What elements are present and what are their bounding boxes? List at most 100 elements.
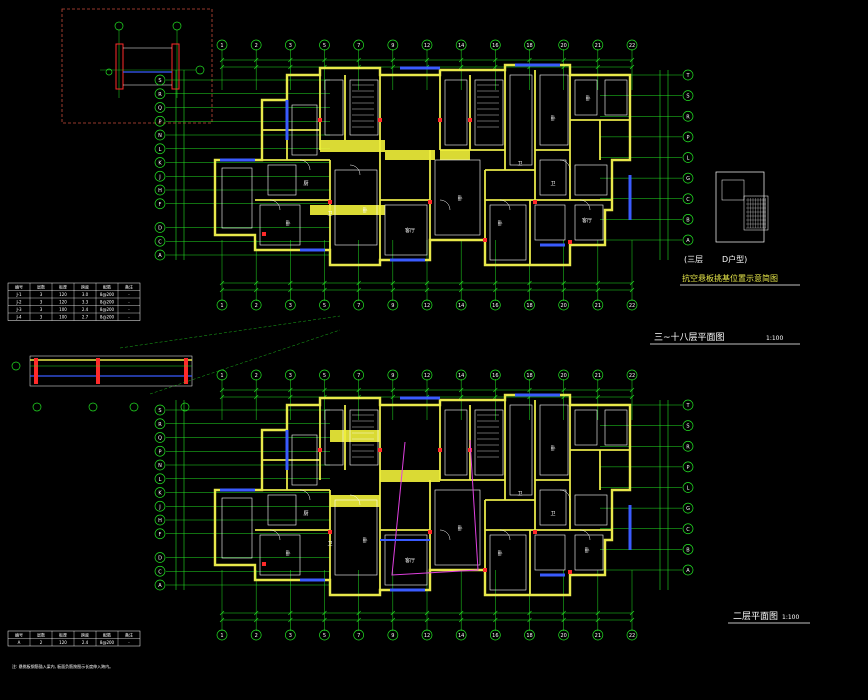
axis-bubble xyxy=(682,523,694,535)
axis-bubble xyxy=(284,629,296,641)
axis-bubble xyxy=(524,299,535,311)
axis-label: 1 xyxy=(220,633,223,639)
axis-bubble xyxy=(455,629,467,641)
room-outline xyxy=(574,534,604,571)
building-outline xyxy=(213,393,632,597)
column xyxy=(483,568,487,572)
legend-header-cell: 编号 xyxy=(15,284,23,290)
axis-bubble xyxy=(682,131,694,143)
axis-bubble xyxy=(154,459,166,471)
room-outline xyxy=(384,204,428,256)
legend-header-cell: 编号 xyxy=(15,632,23,638)
axis-label: A xyxy=(686,238,690,244)
axis-bubble xyxy=(489,629,501,641)
axis-bubble xyxy=(421,629,433,641)
column xyxy=(328,530,332,534)
axis-label: 5 xyxy=(323,373,326,379)
room-label: 卧 xyxy=(285,550,290,557)
legend-cell: 2.4 xyxy=(82,640,89,645)
door-swing xyxy=(579,529,591,541)
axis-label: R xyxy=(686,444,690,450)
axis-bubble xyxy=(682,193,694,205)
floor-plan-upper: 1122335577991212141416161818202021212222… xyxy=(154,39,694,311)
axis-bubble xyxy=(154,184,166,196)
axis-bubble xyxy=(682,482,694,493)
axis-label: C xyxy=(158,239,162,245)
axis-label: 1 xyxy=(220,303,223,309)
room-label: 卧 xyxy=(550,115,555,122)
legend-cell: - xyxy=(128,292,130,297)
key-plan-title: 抗空悬板挑基位置示意简图 xyxy=(682,273,778,283)
legend-cell: 3 xyxy=(40,300,43,305)
axis-bubble xyxy=(682,440,694,452)
room-outline xyxy=(534,534,566,571)
corridor-fill xyxy=(310,205,385,215)
room-outline xyxy=(474,409,504,476)
axis-label: 2 xyxy=(255,633,258,639)
room-outline xyxy=(434,489,481,566)
legend-cell: 2 xyxy=(40,640,43,645)
axis-label: 22 xyxy=(629,633,635,639)
axis-label: 12 xyxy=(424,633,430,639)
room-outline xyxy=(539,74,569,146)
axis-label: 7 xyxy=(357,43,360,49)
axis-label: L xyxy=(159,147,162,153)
axis-label: G xyxy=(686,506,690,512)
legend-header-cell: 配筋 xyxy=(103,284,111,290)
axis-bubble xyxy=(421,39,433,51)
axis-label: 3 xyxy=(289,43,292,49)
legend-cell: 120 xyxy=(59,640,67,645)
legend-cell: 3 xyxy=(40,292,43,297)
axis-label: 20 xyxy=(560,633,566,639)
column xyxy=(262,562,266,566)
key-plan-caption-b: D户型) xyxy=(722,254,747,264)
legend-header-cell: 备注 xyxy=(125,632,133,638)
axis-bubble xyxy=(592,629,604,641)
axis-bubble xyxy=(154,249,166,261)
axis-label: 3 xyxy=(289,633,292,639)
axis-label: 9 xyxy=(391,373,394,379)
axis-label: F xyxy=(159,202,162,208)
door-swing xyxy=(579,199,591,211)
axis-label: D xyxy=(158,556,162,562)
legend-cell: - xyxy=(128,315,130,320)
legend-header-cell: 跨度 xyxy=(81,284,89,290)
legend-cell: A xyxy=(18,640,21,645)
legend-cell: 120 xyxy=(59,300,67,305)
axis-label: 12 xyxy=(424,43,430,49)
axis-label: G xyxy=(686,176,690,182)
axis-label: 5 xyxy=(323,43,326,49)
legend-cell: 3.0 xyxy=(82,292,89,297)
room-outline xyxy=(267,494,297,526)
legend-cell: 8@200 xyxy=(100,292,115,297)
room-label: 卧 xyxy=(584,547,589,554)
room-outline xyxy=(384,534,428,586)
axis-label: 5 xyxy=(323,303,326,309)
axis-label: 1 xyxy=(220,373,223,379)
legend-cell: 2.4 xyxy=(82,307,89,312)
axis-label: 21 xyxy=(595,303,601,309)
axis-label: 7 xyxy=(357,373,360,379)
legend-cell: 2.7 xyxy=(82,315,89,320)
axis-bubble xyxy=(387,299,399,311)
axis-label: P xyxy=(158,449,161,455)
door-swing xyxy=(559,159,571,171)
room-outline xyxy=(574,409,598,446)
axis-bubble xyxy=(319,369,330,381)
axis-bubble xyxy=(216,39,228,51)
axis-bubble xyxy=(682,234,694,246)
axis-label: 2 xyxy=(255,43,258,49)
room-label: 厨 xyxy=(303,511,308,517)
key-plan xyxy=(715,171,769,243)
column xyxy=(533,200,537,204)
axis-label: 12 xyxy=(424,373,430,379)
axis-label: F xyxy=(159,532,162,538)
legend-cell: 8@200 xyxy=(100,307,115,312)
axis-bubble xyxy=(154,88,166,100)
room-label: 卫 xyxy=(327,211,332,217)
room-label: 卫 xyxy=(517,491,522,497)
axis-bubble xyxy=(626,629,638,641)
axis-bubble xyxy=(558,39,570,51)
